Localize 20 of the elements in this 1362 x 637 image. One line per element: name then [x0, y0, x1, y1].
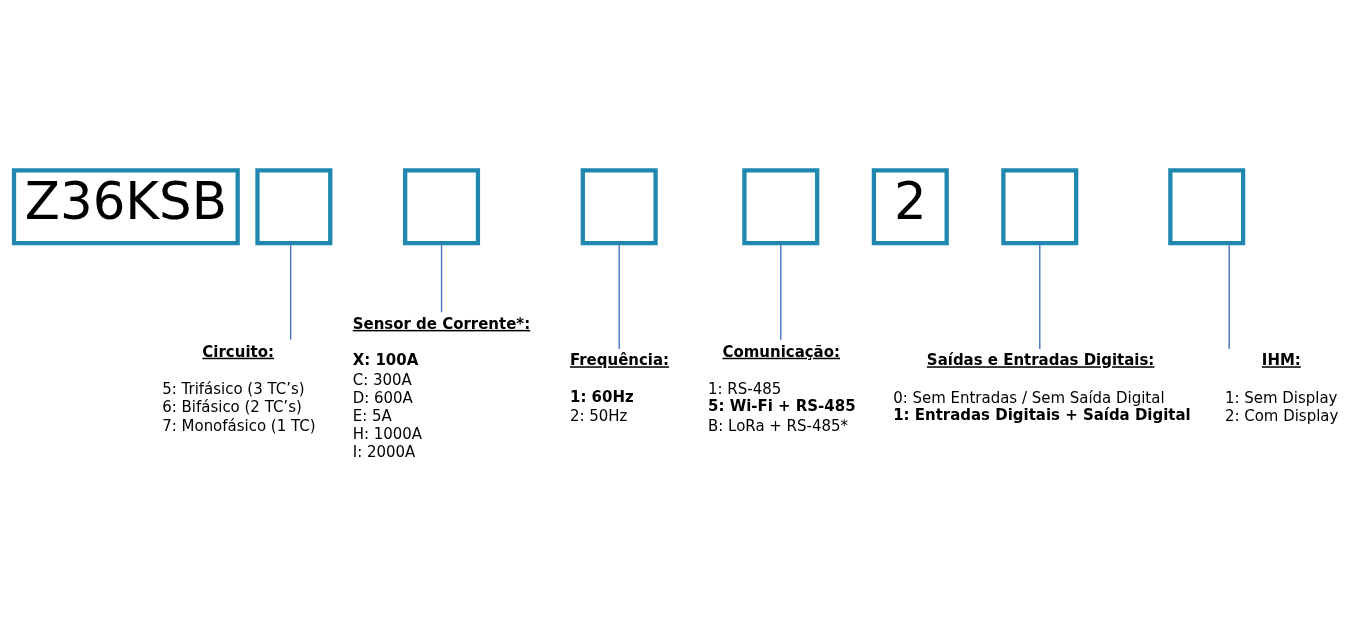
- connector: [289, 242, 292, 341]
- connector: [1039, 242, 1041, 350]
- node-text: Sensor de Corrente*: X: 100A C: 300A D: 600A E: 5A H: 1000A I: 2000A: [352, 314, 531, 462]
- node-box: [742, 168, 820, 246]
- node-box: [255, 168, 333, 246]
- node-box: Z36KSB: [11, 168, 240, 246]
- node-box: 2: [871, 168, 949, 246]
- connector: [780, 242, 782, 341]
- connector: [1228, 242, 1230, 350]
- node-text: Saídas e Entradas Digitais: 0: Sem Entradas / Sem Saída Digital 1: Entradas Digitais + Saída Digital: [893, 351, 1191, 424]
- node-box: [1001, 168, 1079, 246]
- node-box: [580, 168, 658, 246]
- connector: [618, 242, 620, 350]
- node-text: IHM: 1: Sem Display 2: Com Display: [1224, 351, 1339, 425]
- node-text: Frequência: 1: 60Hz 2: 50Hz: [569, 351, 670, 425]
- node-box: [403, 168, 481, 246]
- connector: [440, 242, 443, 313]
- node-box: [1168, 168, 1246, 246]
- node-text: Comunicação: 1: RS-485 5: Wi-Fi + RS-485 B: LoRa + RS-485*: [708, 342, 856, 435]
- node-text: Circuito: 5: Trifásico (3 TC’s) 6: Bifásico (2 TC’s) 7: Monofásico (1 TC): [162, 342, 316, 435]
